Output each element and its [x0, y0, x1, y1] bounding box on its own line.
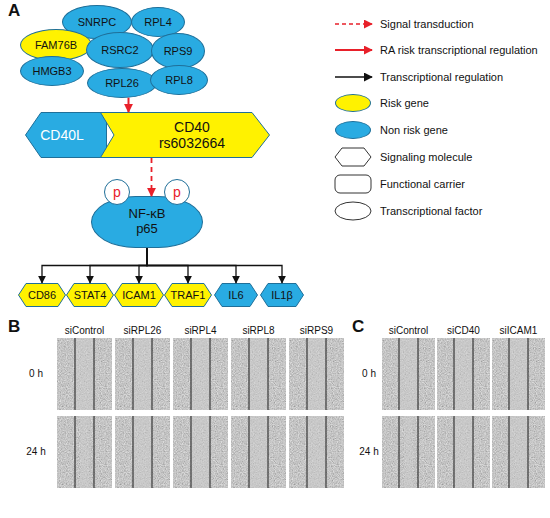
connector	[128, 98, 130, 112]
legend-swatch	[335, 94, 371, 112]
column-header: siRPL4	[184, 326, 216, 336]
micrograph	[231, 338, 286, 410]
micrograph	[289, 416, 344, 488]
column-header: siCD40	[447, 326, 480, 336]
row-label: 0 h	[29, 369, 43, 379]
legend-line-sample	[335, 49, 372, 51]
transcription-factor: NF-κB p65	[91, 196, 203, 248]
signaling-molecule: CD86	[18, 283, 66, 307]
node-label: RPL4	[144, 16, 172, 29]
node-shape	[165, 284, 212, 307]
node-label: HMGB3	[32, 65, 71, 78]
column-header: siRPL8	[242, 326, 274, 336]
connector	[42, 248, 147, 283]
legend-shape-sample	[335, 175, 371, 193]
micrograph	[492, 416, 545, 488]
signaling-molecule: STAT4	[66, 283, 114, 307]
node-shape	[215, 284, 258, 307]
node-label: RSRC2	[101, 44, 138, 57]
signaling-molecule: IL1β	[260, 283, 304, 307]
connector	[139, 248, 147, 283]
node-shape	[26, 113, 107, 158]
node-label: p	[113, 184, 121, 200]
connector	[147, 248, 282, 283]
node-label: CD40	[174, 119, 210, 135]
connector	[151, 158, 153, 196]
micrograph	[437, 416, 490, 488]
node-label: RPS9	[164, 45, 193, 58]
gene-ellipse: RSRC2	[86, 32, 154, 68]
micrograph	[57, 416, 112, 488]
node-label: SNRPC	[78, 16, 117, 29]
legend-text: Signal transduction	[380, 15, 474, 33]
column-header: siICAM1	[500, 326, 538, 336]
signaling-molecule: CD40rs6032664	[100, 112, 270, 158]
micrograph	[173, 338, 228, 410]
micrograph	[492, 338, 545, 410]
column-header: siControl	[389, 326, 428, 336]
gene-ellipse: RPL26	[87, 68, 157, 98]
column-header: siRPL26	[124, 326, 162, 336]
signaling-molecule: TRAF1	[164, 283, 212, 307]
gene-ellipse: RPL8	[150, 65, 208, 95]
node-label: NF-κB p65	[121, 207, 173, 237]
micrograph	[382, 338, 435, 410]
node-label: FAM76B	[35, 39, 77, 52]
panel-letter: A	[8, 2, 20, 19]
column-header: siControl	[65, 326, 104, 336]
legend-text: Signaling molecule	[380, 148, 472, 166]
micrograph	[115, 338, 170, 410]
phosphate-circle: p	[104, 179, 130, 205]
node-label: p	[173, 184, 181, 200]
node-label: rs6032664	[159, 135, 225, 151]
node-label: RPL26	[105, 77, 139, 90]
node-shape	[101, 113, 270, 158]
row-label: 24 h	[26, 447, 45, 457]
legend-shape-sample	[335, 148, 371, 166]
node-label: STAT4	[74, 289, 107, 302]
column-header: siRPS9	[300, 326, 333, 336]
phosphate-circle: p	[164, 179, 190, 205]
node-label: IL1β	[271, 289, 293, 302]
micrograph	[231, 416, 286, 488]
connector	[90, 248, 147, 283]
row-label: 24 h	[359, 447, 378, 457]
node-label: RPL8	[165, 74, 193, 87]
legend-line-sample	[335, 76, 372, 77]
legend-shape-sample	[335, 202, 371, 220]
legend-swatch	[335, 121, 371, 139]
legend-text: Transcriptional factor	[380, 202, 482, 220]
micrograph	[289, 338, 344, 410]
legend-line-sample	[335, 23, 372, 25]
micrograph	[115, 416, 170, 488]
gene-ellipse: RPS9	[151, 33, 205, 69]
micrograph	[437, 338, 490, 410]
node-label: ICAM1	[122, 289, 156, 302]
node-shape	[19, 284, 66, 307]
micrograph	[382, 416, 435, 488]
node-shape	[261, 284, 304, 307]
gene-ellipse: HMGB3	[20, 56, 84, 86]
signaling-molecule: CD40L	[25, 112, 107, 158]
legend-text: RA risk transcriptional regulation	[380, 41, 538, 59]
node-label: TRAF1	[171, 289, 206, 302]
signaling-molecule: IL6	[214, 283, 258, 307]
row-label: 0 h	[362, 369, 376, 379]
micrograph	[57, 338, 112, 410]
panel-letter: B	[8, 318, 20, 335]
node-label: CD86	[28, 289, 56, 302]
node-shape	[115, 284, 164, 307]
connector	[147, 248, 188, 283]
panel-letter: C	[352, 318, 364, 335]
connector	[147, 248, 236, 283]
legend-text: Risk gene	[380, 94, 429, 112]
legend-text: Transcriptional regulation	[380, 68, 503, 86]
signaling-molecule: ICAM1	[114, 283, 164, 307]
micrograph	[173, 416, 228, 488]
legend-text: Non risk gene	[380, 121, 448, 139]
node-label: IL6	[228, 289, 243, 302]
node-shape	[67, 284, 114, 307]
legend-text: Functional carrier	[380, 175, 465, 193]
node-label: CD40L	[40, 127, 84, 143]
